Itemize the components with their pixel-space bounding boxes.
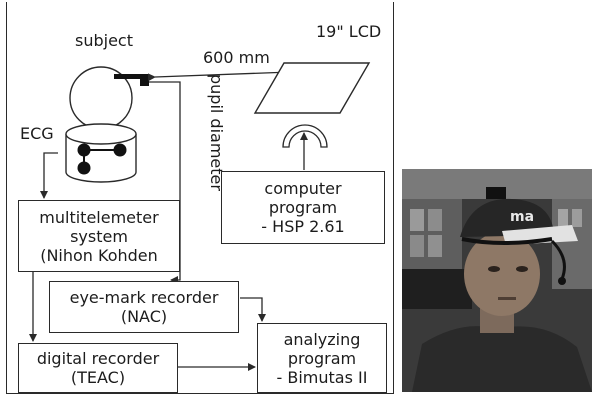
digital-recorder-box: digital recorder (TEAC) <box>18 343 178 393</box>
computer-program-box: computer program - HSP 2.61 <box>221 171 385 244</box>
multitelemeter-box: multitelemeter system (Nihon Kohden <box>18 200 180 272</box>
analyzing-program-box: analyzing program - Bimutas II <box>257 323 387 393</box>
monitor-label: 19" LCD <box>316 22 382 41</box>
lcd-monitor-icon <box>253 62 371 114</box>
cap-text: ma <box>510 209 534 225</box>
subject-photo: ma <box>402 169 592 392</box>
subject-label: subject <box>75 31 133 50</box>
monitor-stand-icon <box>282 124 328 148</box>
eye-mark-recorder-box: eye-mark recorder (NAC) <box>49 281 239 333</box>
distance-label: 600 mm <box>203 48 270 67</box>
ecg-label: ECG <box>20 124 54 143</box>
eye-tracker-icon <box>114 74 148 79</box>
diagram-frame <box>6 2 394 394</box>
